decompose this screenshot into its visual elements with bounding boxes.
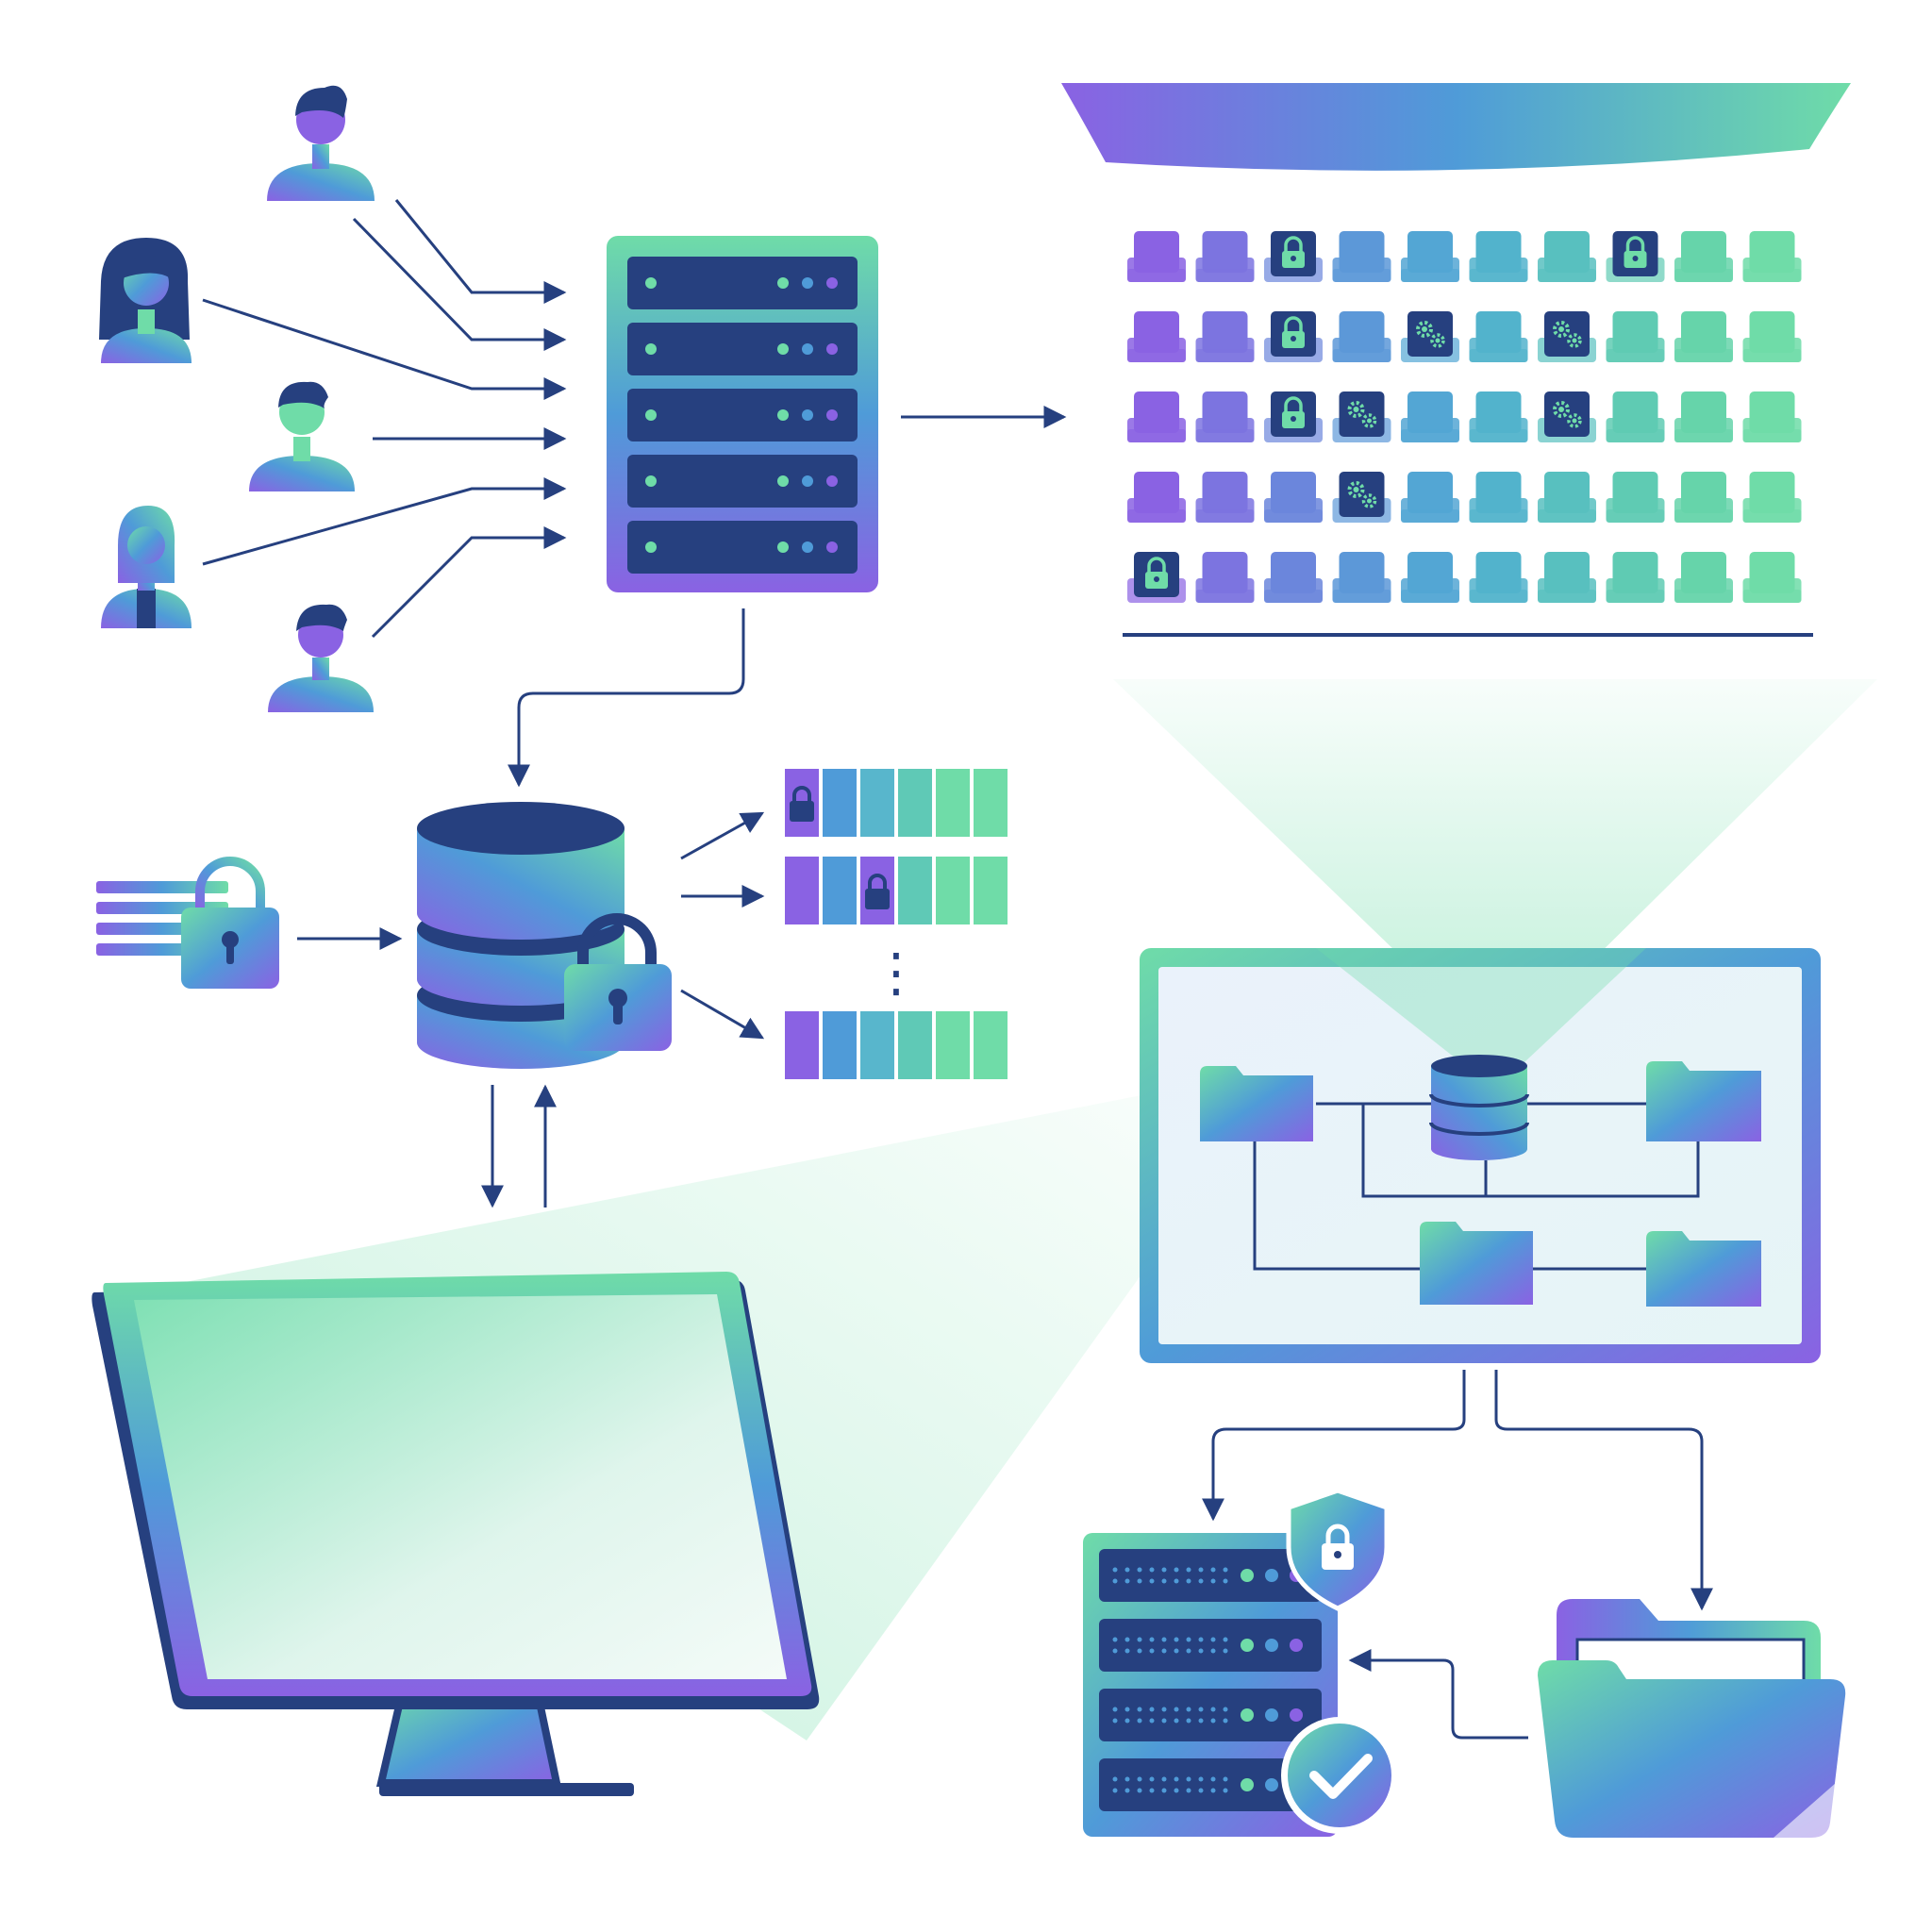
processing-seat-icon xyxy=(1401,311,1459,362)
open-folder-icon xyxy=(1538,1599,1846,1838)
theater-seating xyxy=(1061,83,1851,637)
seat-icon xyxy=(1742,552,1802,603)
server-unit xyxy=(1099,1619,1322,1672)
seat-icon xyxy=(1469,552,1528,603)
locked-seat-icon xyxy=(1127,552,1186,603)
locked-seat-icon xyxy=(1606,231,1665,282)
database-output-arrows xyxy=(680,811,765,1040)
server-unit xyxy=(1099,1689,1322,1741)
seat-icon xyxy=(1674,231,1733,282)
locked-seat-icon xyxy=(1264,231,1323,282)
monitor-screen xyxy=(134,1294,787,1679)
seat-icon xyxy=(1538,472,1596,523)
seat-icon xyxy=(1332,231,1391,282)
monitor-output-arrows xyxy=(1202,1370,1713,1740)
seat-icon xyxy=(1469,391,1528,442)
seat-icon xyxy=(1401,552,1459,603)
seat-icon xyxy=(1332,311,1391,362)
locked-seat-icon xyxy=(1264,311,1323,362)
seat-icon xyxy=(1606,472,1665,523)
seat-icon xyxy=(1264,472,1323,523)
seat-icon xyxy=(1127,231,1186,282)
seat-icon xyxy=(1606,311,1665,362)
folder-icon xyxy=(1420,1222,1533,1305)
seat-icon xyxy=(1401,391,1459,442)
server-unit xyxy=(627,389,858,441)
processing-seat-icon xyxy=(1538,391,1596,442)
schema-monitor-icon xyxy=(1140,948,1821,1363)
seat-icon xyxy=(1538,231,1596,282)
server-unit xyxy=(1099,1758,1322,1811)
seat-icon xyxy=(1195,552,1255,603)
seat-icon xyxy=(1606,391,1665,442)
processing-seat-icon xyxy=(1332,391,1391,442)
seat-icon xyxy=(1401,472,1459,523)
seat-icon xyxy=(1332,552,1391,603)
processing-seat-icon xyxy=(1332,472,1391,523)
seat-icon xyxy=(1401,231,1459,282)
folder-icon xyxy=(1646,1061,1761,1141)
data-block xyxy=(785,769,1008,837)
seat-icon xyxy=(1742,391,1802,442)
data-block xyxy=(785,1011,1008,1079)
user-request-arrows xyxy=(202,199,567,639)
server-to-database-arrow xyxy=(508,608,745,788)
server-rack-icon xyxy=(607,236,878,592)
seat-icon xyxy=(1127,391,1186,442)
server-units xyxy=(627,257,858,574)
user-male-icon xyxy=(249,381,355,491)
user-male-icon xyxy=(267,85,375,201)
seat-icon xyxy=(1674,391,1733,442)
data-block-ellipsis: ⋮ xyxy=(870,942,923,1004)
data-block xyxy=(785,857,1008,924)
seat-icon xyxy=(1469,472,1528,523)
folder-icon xyxy=(1646,1231,1761,1307)
shield-lock-icon xyxy=(1286,1488,1390,1611)
desktop-monitor-icon xyxy=(92,1272,820,1796)
processing-seat-icon xyxy=(1538,311,1596,362)
database-icon xyxy=(1429,1055,1529,1160)
seat-icon xyxy=(1195,391,1255,442)
encrypted-list-icon xyxy=(96,857,279,989)
seat-icon xyxy=(1674,552,1733,603)
server-unit xyxy=(627,521,858,574)
seat-icon xyxy=(1742,231,1802,282)
user-male-icon xyxy=(268,604,374,712)
seat-icon xyxy=(1538,552,1596,603)
seat-icon xyxy=(1742,311,1802,362)
lock-icon xyxy=(865,874,890,909)
seat-icon xyxy=(1264,552,1323,603)
user-female-icon xyxy=(99,238,192,363)
check-icon xyxy=(1281,1717,1398,1834)
seat-icon xyxy=(1195,311,1255,362)
seat-icon xyxy=(1127,311,1186,362)
seat-icon xyxy=(1674,311,1733,362)
locked-database-icon xyxy=(417,802,672,1069)
user-group xyxy=(99,85,375,712)
server-unit xyxy=(627,257,858,309)
stage-banner-icon xyxy=(1061,83,1851,171)
server-unit xyxy=(627,455,858,508)
projection-beam-top xyxy=(1113,679,1877,1052)
seat-icon xyxy=(1742,472,1802,523)
locked-seat-icon xyxy=(1264,391,1323,442)
seat-grid xyxy=(1127,231,1802,603)
seat-icon xyxy=(1469,311,1528,362)
lock-icon xyxy=(790,786,814,822)
seat-icon xyxy=(1195,472,1255,523)
secure-server-icon xyxy=(1083,1488,1398,1837)
data-block-list xyxy=(785,769,1008,1079)
seat-icon xyxy=(1127,472,1186,523)
server-unit xyxy=(627,323,858,375)
seat-icon xyxy=(1606,552,1665,603)
seat-icon xyxy=(1195,231,1255,282)
schema-connectors xyxy=(1253,1102,1700,1271)
folder-icon xyxy=(1200,1066,1313,1141)
seat-icon xyxy=(1469,231,1528,282)
seat-icon xyxy=(1674,472,1733,523)
user-female-icon xyxy=(101,506,192,628)
